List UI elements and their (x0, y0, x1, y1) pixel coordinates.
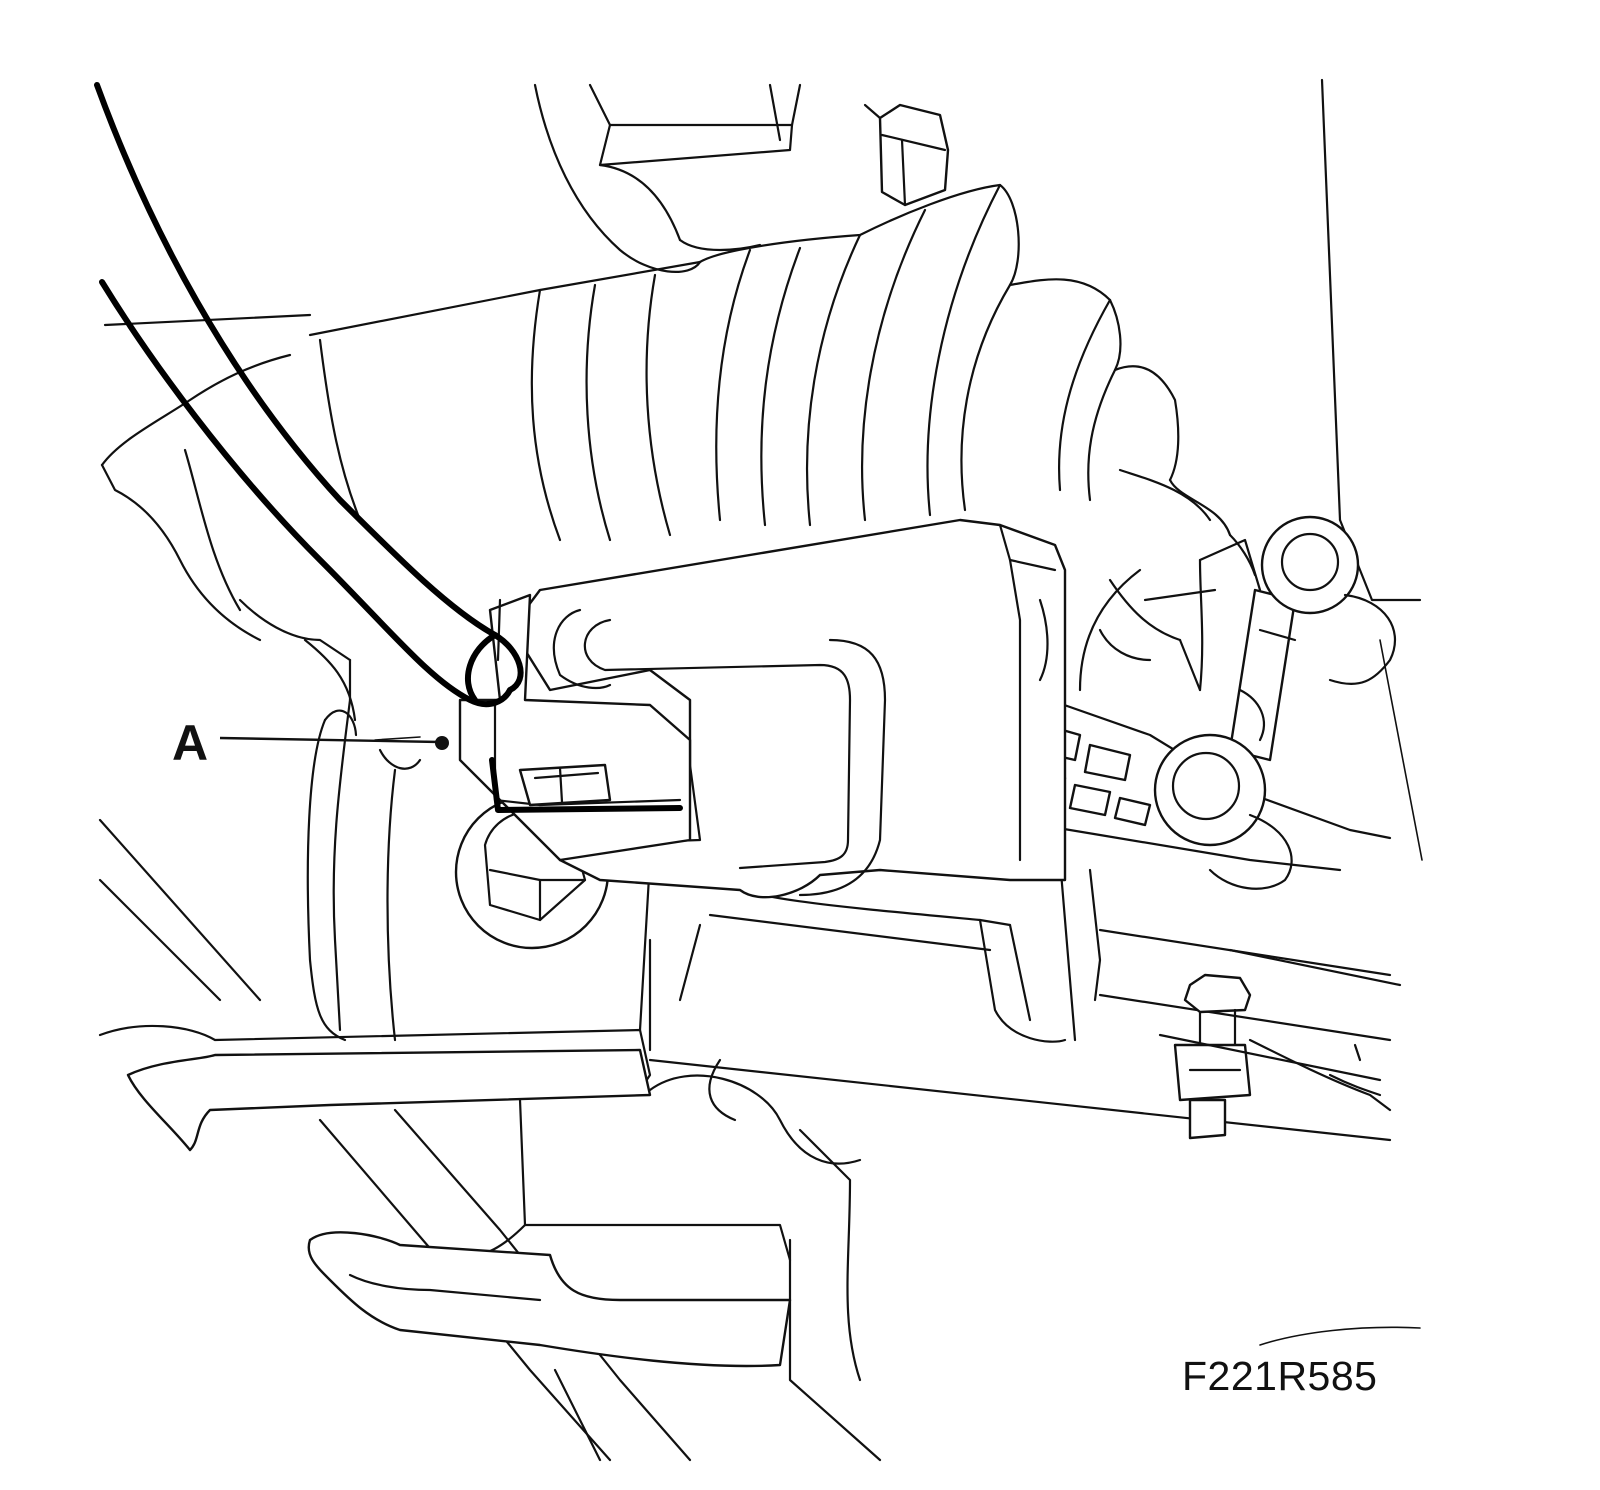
subframe (98, 858, 1392, 1462)
upper-housing (533, 83, 802, 273)
hub-flange (1078, 533, 1262, 692)
right-bolt (1158, 973, 1392, 1140)
figure-code: F221R585 (1182, 1353, 1378, 1399)
link-rod (1153, 515, 1396, 890)
lower-bracket (307, 1231, 792, 1368)
background-structure (1320, 78, 1423, 861)
figure-swoosh (1259, 1326, 1421, 1346)
callout-label-a: A (172, 715, 209, 771)
callout-leader-a (219, 736, 449, 750)
sensor-cable (94, 82, 524, 708)
cv-boot (698, 183, 1232, 537)
upper-arm (103, 260, 702, 542)
top-bolt (863, 103, 950, 207)
rails (678, 878, 1402, 1042)
knuckle (100, 353, 422, 1042)
